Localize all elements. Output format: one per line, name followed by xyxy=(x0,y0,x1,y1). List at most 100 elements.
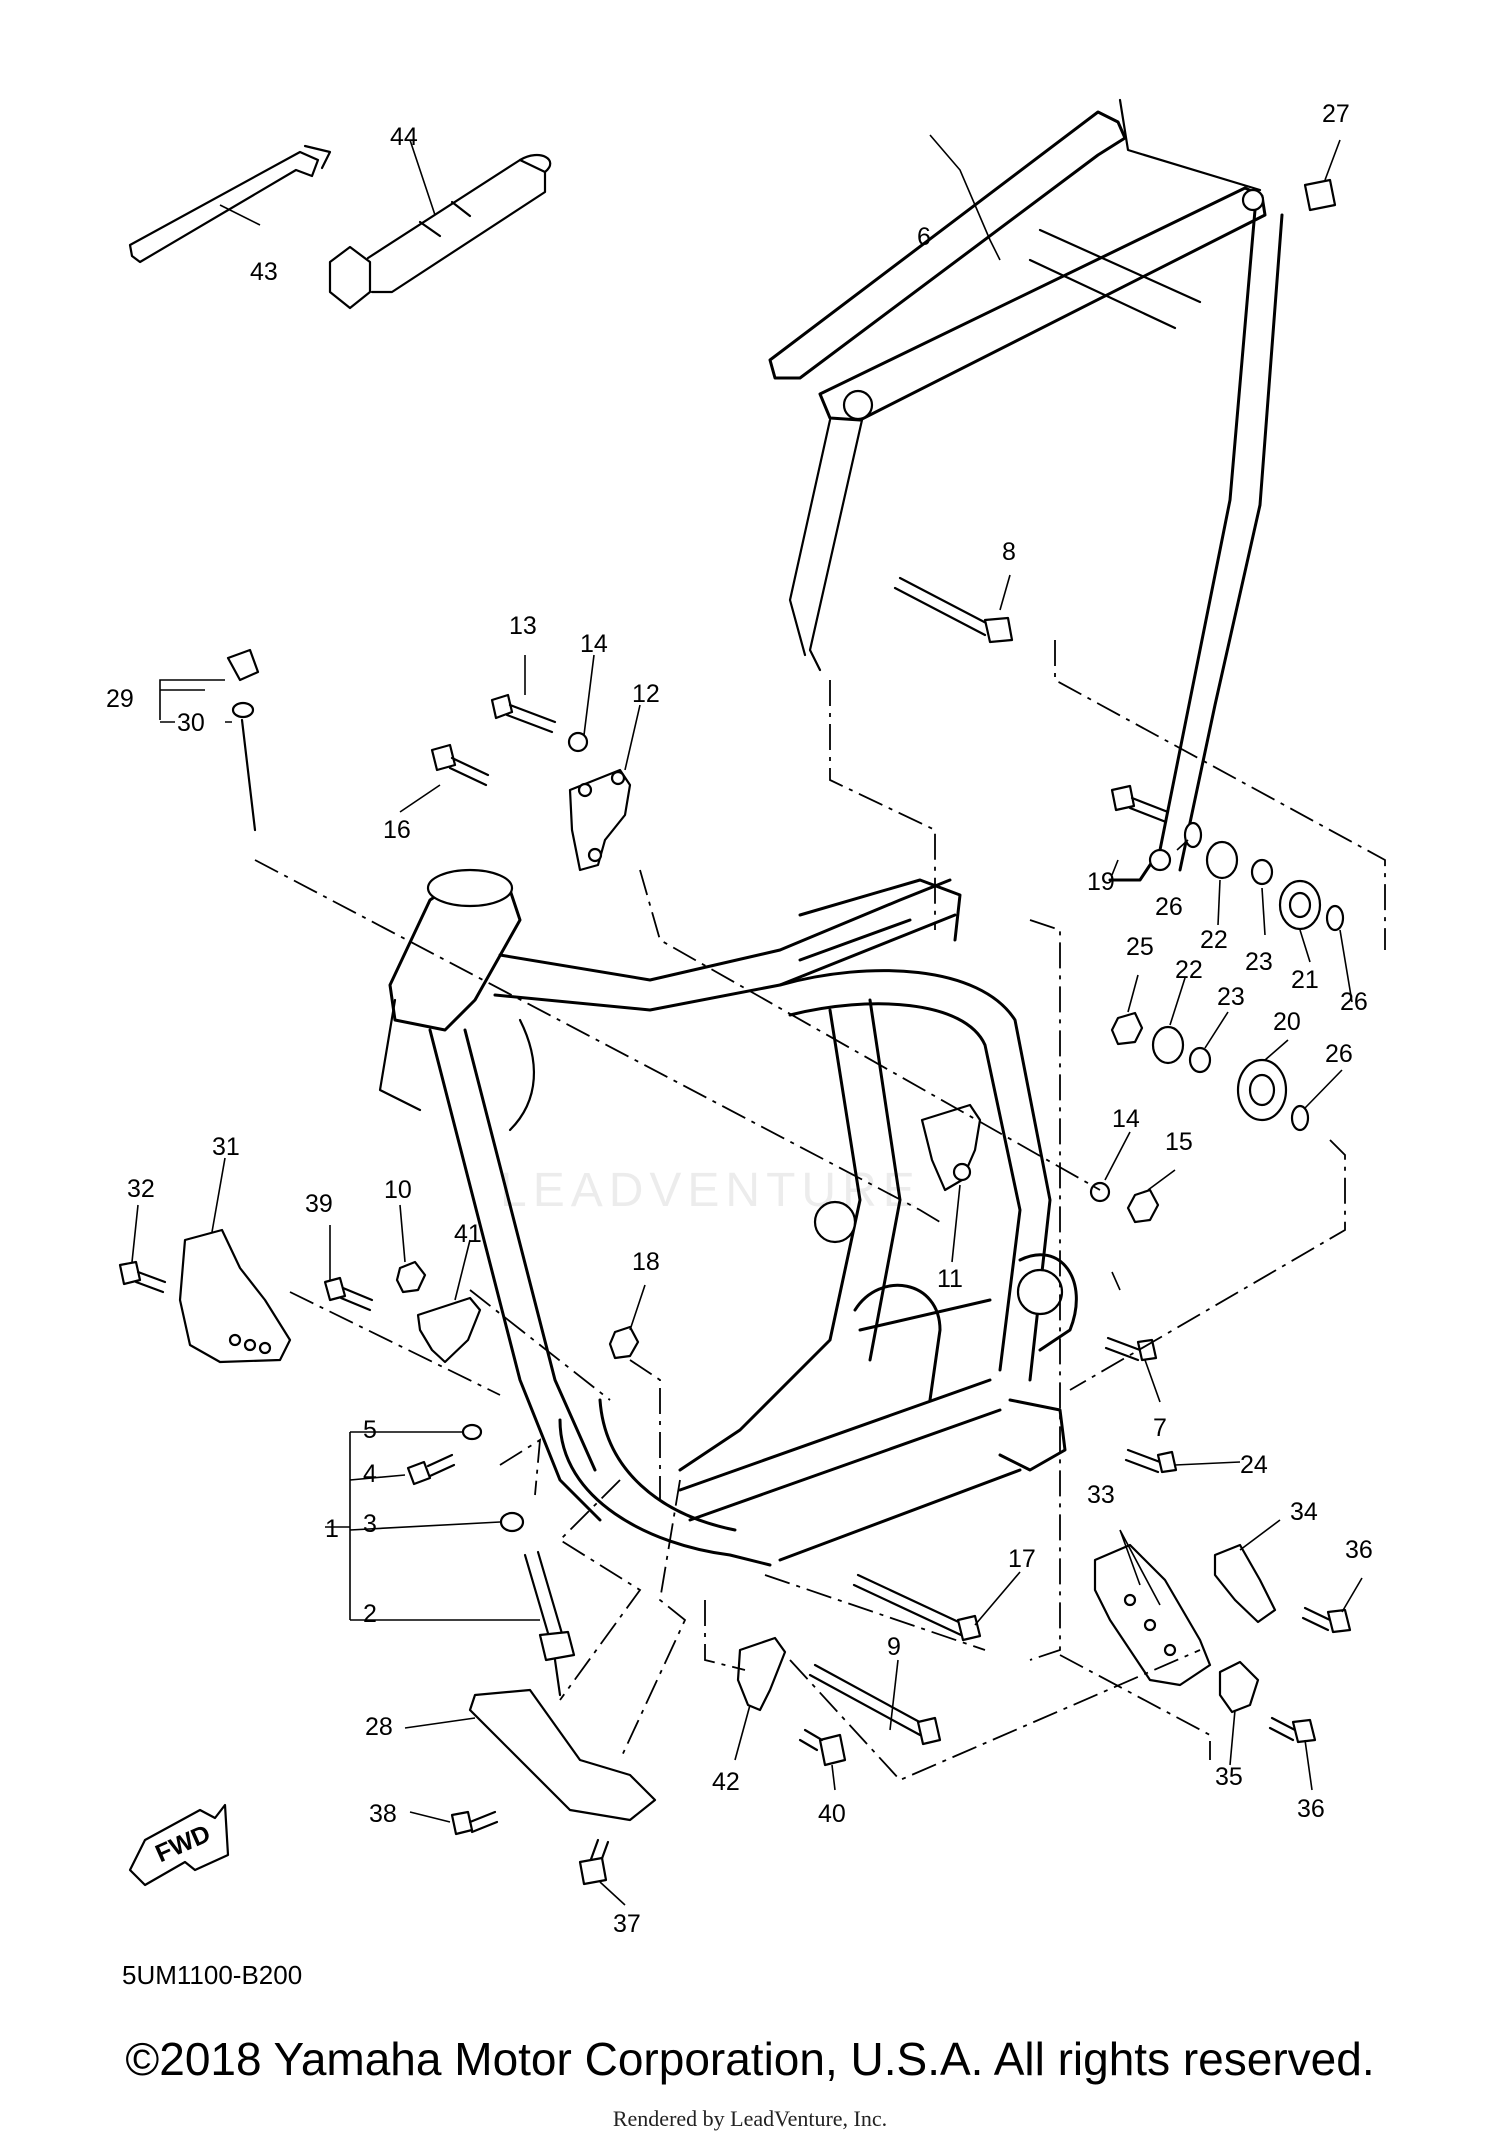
callout-8: 8 xyxy=(1002,538,1016,566)
callout-26b: 26 xyxy=(1340,988,1368,1016)
nut-15[interactable] xyxy=(1126,1188,1160,1224)
callout-5: 5 xyxy=(363,1416,377,1444)
washer-26a[interactable] xyxy=(1183,821,1203,849)
callout-6: 6 xyxy=(917,223,931,251)
callout-3: 3 xyxy=(363,1510,377,1538)
spanner-wrench-43[interactable] xyxy=(128,144,332,264)
skid-plate-28[interactable] xyxy=(468,1688,657,1822)
callout-11: 11 xyxy=(937,1265,963,1293)
callout-7: 7 xyxy=(1153,1414,1167,1442)
collar-23b[interactable] xyxy=(1188,1046,1212,1074)
callout-41: 41 xyxy=(454,1220,482,1248)
bolt-40[interactable] xyxy=(798,1728,847,1767)
callout-44: 44 xyxy=(390,123,418,151)
damper-20[interactable] xyxy=(1236,1058,1288,1122)
plug-wrench-44[interactable] xyxy=(328,154,552,310)
bolt-9[interactable] xyxy=(808,1663,942,1746)
callout-25: 25 xyxy=(1126,933,1154,961)
callout-22-top: 22 xyxy=(1200,926,1228,954)
bolt-37[interactable] xyxy=(578,1838,610,1886)
drain-bolt-2[interactable] xyxy=(523,1550,576,1697)
guide-35[interactable] xyxy=(1218,1660,1260,1714)
callout-36-bottom: 36 xyxy=(1297,1795,1325,1823)
cap-27[interactable] xyxy=(1303,178,1337,212)
gasket-3[interactable] xyxy=(499,1511,525,1533)
bolt-4[interactable] xyxy=(406,1453,456,1486)
callout-1: 1 xyxy=(325,1515,339,1543)
rendered-by: Rendered by LeadVenture, Inc. xyxy=(612,2106,888,2131)
callout-19: 19 xyxy=(1087,868,1115,896)
callout-28: 28 xyxy=(365,1713,393,1741)
callout-34: 34 xyxy=(1290,1498,1318,1526)
collar-22a[interactable] xyxy=(1205,840,1239,880)
callout-9: 9 xyxy=(887,1633,901,1661)
callout-21: 21 xyxy=(1291,966,1319,994)
callout-14-right: 14 xyxy=(1112,1105,1140,1133)
callout-4: 4 xyxy=(363,1460,377,1488)
bolt-24[interactable] xyxy=(1124,1448,1178,1474)
bolt-7[interactable] xyxy=(1104,1336,1158,1362)
guard-31[interactable] xyxy=(178,1228,292,1364)
watermark: LEADVENTURE xyxy=(500,1164,921,1217)
washer-14-top[interactable] xyxy=(567,731,589,753)
callout-26a: 26 xyxy=(1155,893,1183,921)
callout-29: 29 xyxy=(106,685,134,713)
bolt-36-top[interactable] xyxy=(1301,1606,1352,1634)
callout-26c: 26 xyxy=(1325,1040,1353,1068)
callout-35: 35 xyxy=(1215,1763,1243,1791)
washer-14-right[interactable] xyxy=(1089,1181,1111,1203)
collar-23a[interactable] xyxy=(1250,858,1274,886)
callout-33: 33 xyxy=(1087,1481,1115,1509)
bolt-36-bottom[interactable] xyxy=(1268,1716,1317,1744)
collar-22b[interactable] xyxy=(1151,1025,1185,1065)
callout-18: 18 xyxy=(632,1248,660,1276)
engine-bracket-12[interactable] xyxy=(568,768,632,872)
callout-39: 39 xyxy=(305,1190,333,1218)
bolt-17[interactable] xyxy=(852,1573,982,1642)
guide-34[interactable] xyxy=(1213,1543,1277,1624)
callout-37: 37 xyxy=(613,1910,641,1938)
callout-15: 15 xyxy=(1165,1128,1193,1156)
bolt-13[interactable] xyxy=(490,693,557,734)
washer-26c[interactable] xyxy=(1290,1104,1310,1132)
callout-42: 42 xyxy=(712,1768,740,1796)
callout-17: 17 xyxy=(1008,1545,1036,1573)
leader-lines xyxy=(131,134,1363,1906)
bolt-38[interactable] xyxy=(450,1810,499,1836)
callout-23-top: 23 xyxy=(1245,948,1273,976)
callout-20: 20 xyxy=(1273,1008,1301,1036)
diagram-code: 5UM1100-B200 xyxy=(122,1960,303,1990)
engine-bracket-11[interactable] xyxy=(920,1103,982,1192)
bolt-39[interactable] xyxy=(323,1276,374,1312)
fwd-arrow: FWD xyxy=(128,1803,230,1887)
callout-27: 27 xyxy=(1322,100,1350,128)
rear-sub-frame-6[interactable] xyxy=(768,98,1284,882)
callout-31: 31 xyxy=(212,1133,240,1161)
bolt-32[interactable] xyxy=(118,1260,167,1294)
copyright-notice: ©2018 Yamaha Motor Corporation, U.S.A. A… xyxy=(125,2033,1375,2085)
callout-2: 2 xyxy=(363,1600,377,1628)
callout-23-bottom: 23 xyxy=(1217,983,1245,1011)
damper-21[interactable] xyxy=(1278,879,1322,931)
nut-18[interactable] xyxy=(608,1325,640,1360)
chain-guide-33[interactable] xyxy=(1093,1543,1212,1687)
callout-14-top: 14 xyxy=(580,630,608,658)
callout-40: 40 xyxy=(818,1800,846,1828)
bolt-19[interactable] xyxy=(1110,784,1170,824)
washer-5[interactable] xyxy=(461,1423,483,1441)
bracket-42[interactable] xyxy=(736,1636,787,1712)
bracket-41[interactable] xyxy=(416,1296,482,1364)
bolt-16[interactable] xyxy=(430,743,490,787)
callout-38: 38 xyxy=(369,1800,397,1828)
dipstick-29[interactable] xyxy=(226,648,260,832)
callout-30: 30 xyxy=(177,709,205,737)
washer-26b[interactable] xyxy=(1325,904,1345,932)
assembly-lines xyxy=(254,640,1386,1782)
bolt-8[interactable] xyxy=(893,576,1014,644)
callout-13: 13 xyxy=(509,612,537,640)
nut-10[interactable] xyxy=(395,1260,427,1294)
nut-25[interactable] xyxy=(1110,1011,1144,1046)
callout-12: 12 xyxy=(632,680,660,708)
callout-10: 10 xyxy=(384,1176,412,1204)
